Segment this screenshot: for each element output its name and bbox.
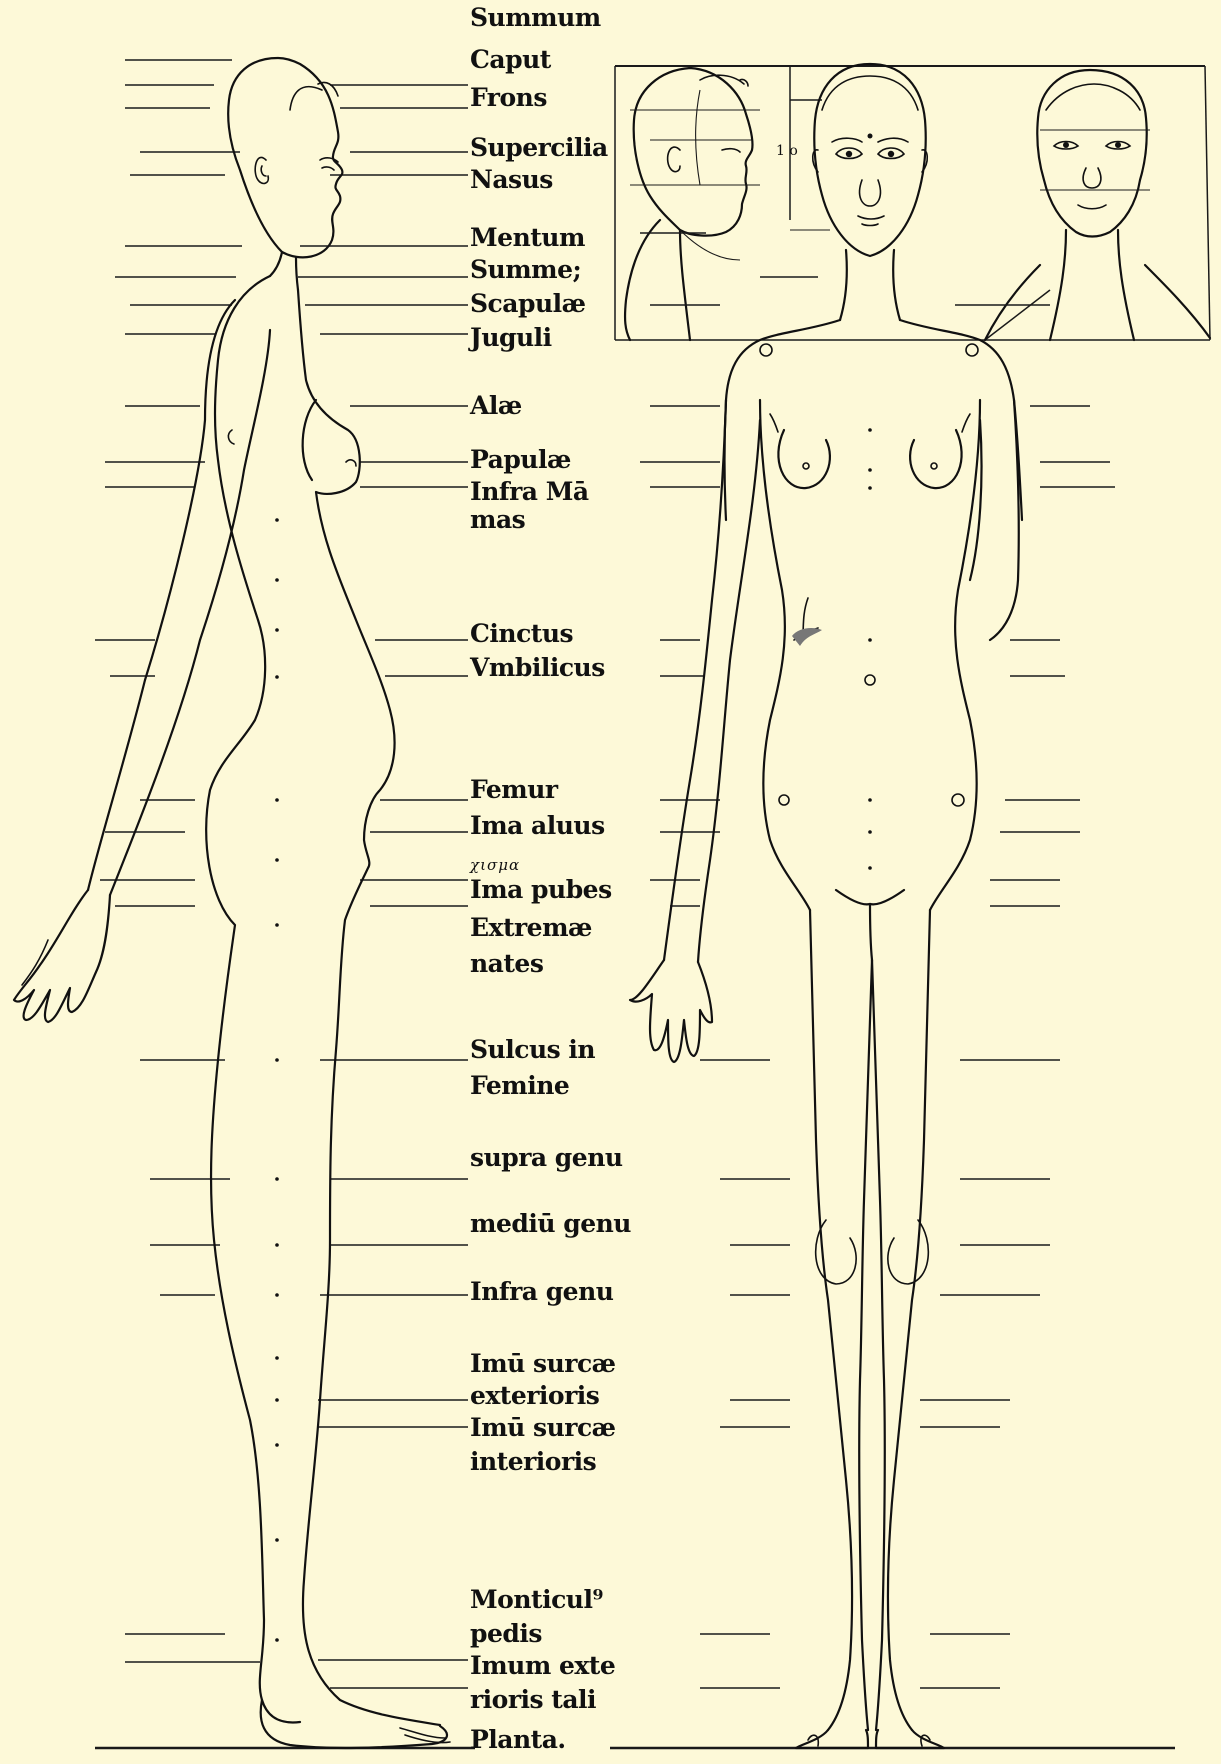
label-supra-genu: supra genu (470, 1144, 623, 1171)
label-scapulae: Scapulæ (470, 290, 586, 317)
label-mentum: Mentum (470, 224, 585, 251)
label-medium-genu: mediū genu (470, 1210, 631, 1237)
label-sulcus-1: Sulcus in (470, 1036, 595, 1063)
label-infra-mammas-1: Infra Mā (470, 478, 589, 505)
label-monticulus-2: pedis (470, 1620, 542, 1647)
label-summe: Summe; (470, 256, 581, 283)
label-juguli: Juguli (470, 324, 552, 351)
label-femur: Femur (470, 776, 558, 803)
label-ima-pubes: Ima pubes (470, 876, 612, 903)
label-papulae: Papulæ (470, 446, 571, 473)
label-frons: Frons (470, 84, 547, 111)
label-monticulus-1: Monticul⁹ (470, 1586, 603, 1613)
label-extremae-1: Extremæ (470, 914, 592, 941)
label-rioris-tali: rioris tali (470, 1686, 596, 1713)
label-infra-genu: Infra genu (470, 1278, 613, 1305)
label-ima-aluus: Ima aluus (470, 812, 605, 839)
label-supercilia: Supercilia (470, 134, 608, 161)
inset-marker: 1 o (776, 143, 798, 159)
label-alae: Alæ (470, 392, 522, 419)
label-imu-surcae-int-2: interioris (470, 1448, 596, 1475)
label-imu-surcae-ext-2: exterioris (470, 1382, 599, 1409)
label-umbilicus: Vmbilicus (470, 654, 605, 681)
label-nasus: Nasus (470, 166, 553, 193)
left-measure-lines (95, 60, 475, 1748)
label-summum: Summum (470, 4, 601, 31)
label-sulcus-2: Femine (470, 1072, 569, 1099)
label-infra-mammas-2: mas (470, 506, 525, 533)
label-caput: Caput (470, 46, 551, 73)
side-view-figure (14, 58, 450, 1748)
center-axis-dots (275, 518, 279, 1642)
label-imu-surcae-int-1: Imū surcæ (470, 1414, 616, 1441)
head-insets: 1 o (615, 66, 1210, 340)
label-cinctus: Cinctus (470, 620, 573, 647)
label-imu-surcae-ext-1: Imū surcæ (470, 1350, 616, 1377)
label-planta: Planta. (470, 1726, 566, 1753)
label-imum-exte: Imum exte (470, 1652, 615, 1679)
label-extremae-2: nates (470, 950, 543, 977)
